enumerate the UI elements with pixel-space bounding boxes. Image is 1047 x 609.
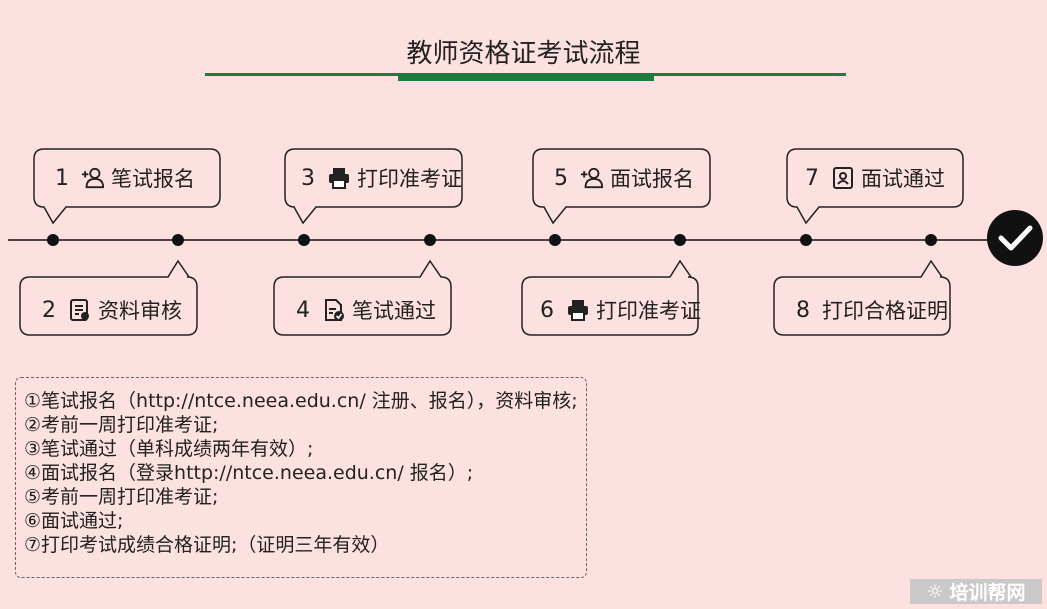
note-line: ⑦打印考试成绩合格证明;（证明三年有效） bbox=[24, 534, 390, 556]
bubble-3 bbox=[284, 148, 463, 225]
step-number: 4 bbox=[296, 297, 310, 323]
bubble-2 bbox=[19, 259, 198, 336]
bubble-7 bbox=[786, 148, 964, 225]
printer-icon bbox=[327, 166, 351, 190]
id-card-icon bbox=[831, 166, 855, 190]
document-check-icon bbox=[322, 298, 346, 322]
watermark: ☼ 培训帮网 bbox=[910, 579, 1042, 604]
timeline-dot-4 bbox=[424, 234, 436, 246]
document-icon bbox=[68, 298, 92, 322]
timeline-dot-6 bbox=[674, 234, 686, 246]
bubble-4 bbox=[273, 259, 452, 336]
step-label: 笔试通过 bbox=[352, 299, 436, 323]
step-label: 打印准考证 bbox=[357, 167, 462, 191]
step-label: 打印合格证明 bbox=[822, 299, 948, 323]
note-line: ⑥面试通过; bbox=[24, 510, 124, 532]
note-line: ③笔试通过（单科成绩两年有效）; bbox=[24, 438, 314, 460]
note-line: ①笔试报名（http://ntce.neea.edu.cn/ 注册、报名），资料… bbox=[24, 390, 578, 412]
step-2: 2 资料审核 bbox=[42, 295, 182, 325]
bubble-8 bbox=[773, 259, 951, 336]
step-5: 5 面试报名 bbox=[554, 163, 694, 193]
note-line: ⑤考前一周打印准考证; bbox=[24, 486, 219, 508]
bubble-5 bbox=[532, 148, 711, 225]
timeline-dot-3 bbox=[298, 234, 310, 246]
step-label: 面试通过 bbox=[861, 167, 945, 191]
step-4: 4 笔试通过 bbox=[296, 295, 436, 325]
note-line: ②考前一周打印准考证; bbox=[24, 414, 219, 436]
step-1: 1 笔试报名 bbox=[55, 163, 195, 193]
watermark-logo-icon: ☼ bbox=[926, 580, 944, 603]
bubble-1 bbox=[33, 148, 221, 225]
watermark-text: 培训帮网 bbox=[949, 582, 1026, 604]
timeline-dot-8 bbox=[925, 234, 937, 246]
timeline-dot-5 bbox=[549, 234, 561, 246]
step-number: 2 bbox=[42, 297, 56, 323]
step-number: 8 bbox=[796, 297, 810, 323]
step-label: 面试报名 bbox=[610, 167, 694, 191]
notes-box: ①笔试报名（http://ntce.neea.edu.cn/ 注册、报名），资料… bbox=[15, 377, 587, 578]
step-number: 7 bbox=[805, 165, 819, 191]
checkmark-end-icon bbox=[987, 210, 1043, 266]
step-3: 3 打印准考证 bbox=[301, 163, 462, 193]
step-number: 6 bbox=[540, 297, 554, 323]
step-6: 6 打印准考证 bbox=[540, 295, 701, 325]
step-label: 资料审核 bbox=[98, 299, 182, 323]
timeline-dot-2 bbox=[172, 234, 184, 246]
step-label: 打印准考证 bbox=[596, 299, 701, 323]
step-number: 1 bbox=[55, 165, 69, 191]
add-user-icon bbox=[81, 166, 105, 190]
page-title: 教师资格证考试流程 bbox=[406, 39, 641, 69]
step-label: 笔试报名 bbox=[111, 167, 195, 191]
step-number: 3 bbox=[301, 165, 315, 191]
bubble-6 bbox=[521, 259, 699, 336]
printer-icon bbox=[566, 298, 590, 322]
note-line: ④面试报名（登录http://ntce.neea.edu.cn/ 报名）; bbox=[24, 462, 474, 484]
timeline-dot-7 bbox=[800, 234, 812, 246]
step-8: 8 打印合格证明 bbox=[796, 295, 948, 325]
timeline-dot-1 bbox=[47, 234, 59, 246]
title-underline-bar bbox=[398, 73, 654, 81]
step-7: 7 面试通过 bbox=[805, 163, 945, 193]
add-user-icon bbox=[580, 166, 604, 190]
step-number: 5 bbox=[554, 165, 568, 191]
